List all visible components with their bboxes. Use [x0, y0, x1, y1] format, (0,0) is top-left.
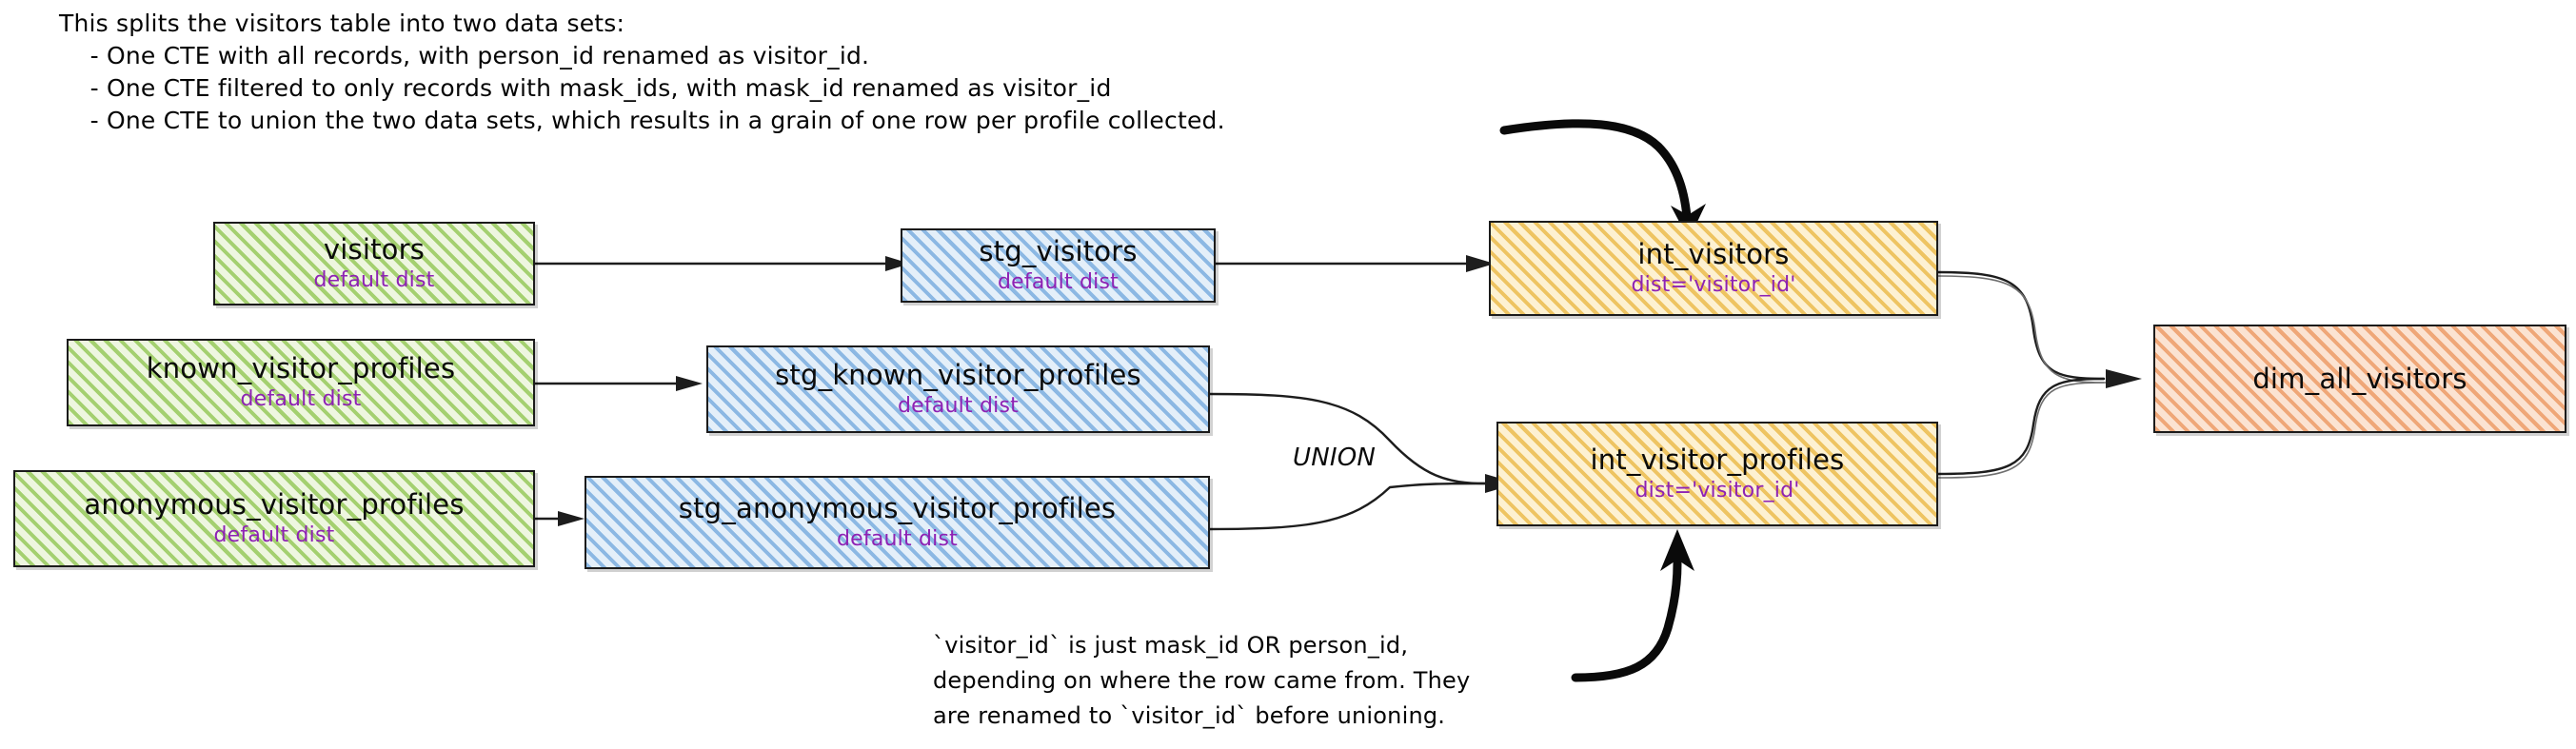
node-anonymous_visitor_profiles[interactable]: anonymous_visitor_profiles default dist: [13, 470, 535, 567]
intro-line-0: This splits the visitors table into two …: [59, 10, 625, 37]
node-known_visitor_profiles-title: known_visitor_profiles: [146, 352, 456, 384]
annotation-arrow-to-int_visitor_profiles: [1571, 529, 1694, 682]
edge-visitors-to-stg_visitors: [533, 256, 910, 271]
node-dim_all_visitors[interactable]: dim_all_visitors: [2153, 325, 2566, 433]
edge-anonymous_visitor_profiles-to-stg_anonymous_visitor_profiles: [533, 511, 585, 526]
bottom-note-line-1: depending on where the row came from. Th…: [933, 667, 1471, 694]
node-stg_visitors-title: stg_visitors: [979, 235, 1138, 267]
node-stg_known_visitor_profiles-subtitle: default dist: [898, 394, 1019, 418]
node-known_visitor_profiles-subtitle: default dist: [240, 387, 362, 411]
node-dim_all_visitors-title: dim_all_visitors: [2252, 363, 2467, 395]
bottom-annotation: `visitor_id` is just mask_id OR person_i…: [933, 628, 1470, 734]
node-stg_known_visitor_profiles[interactable]: stg_known_visitor_profiles default dist: [706, 345, 1210, 433]
node-stg_anonymous_visitor_profiles[interactable]: stg_anonymous_visitor_profiles default d…: [585, 476, 1210, 569]
node-int_visitor_profiles-subtitle: dist='visitor_id': [1635, 479, 1800, 503]
node-visitors[interactable]: visitors default dist: [213, 222, 535, 306]
intro-annotation: This splits the visitors table into two …: [59, 8, 1225, 137]
node-stg_visitors[interactable]: stg_visitors default dist: [901, 228, 1216, 303]
node-anonymous_visitor_profiles-title: anonymous_visitor_profiles: [84, 488, 465, 521]
intro-line-3: - One CTE to union the two data sets, wh…: [59, 107, 1225, 134]
intro-line-1: - One CTE with all records, with person_…: [59, 42, 870, 69]
edge-stg_known_visitor_profiles-to-int_visitor_profiles: [1208, 392, 1487, 485]
edge-known_visitor_profiles-to-stg_known_visitor_profiles: [533, 376, 703, 391]
node-int_visitors-title: int_visitors: [1637, 238, 1790, 270]
edge-stg_visitors-to-int_visitors: [1214, 255, 1495, 272]
node-int_visitor_profiles[interactable]: int_visitor_profiles dist='visitor_id': [1496, 422, 1938, 526]
edge-int_visitor_profiles-to-dim_all_visitors: [1936, 369, 2142, 479]
bottom-note-line-2: are renamed to `visitor_id` before union…: [933, 702, 1446, 729]
edge-int_visitors-to-dim_all_visitors: [1936, 270, 2106, 384]
union-label: UNION: [1293, 443, 1377, 472]
node-int_visitor_profiles-title: int_visitor_profiles: [1590, 443, 1845, 476]
intro-line-2: - One CTE filtered to only records with …: [59, 74, 1112, 102]
node-stg_anonymous_visitor_profiles-subtitle: default dist: [837, 527, 958, 551]
node-stg_known_visitor_profiles-title: stg_known_visitor_profiles: [775, 359, 1141, 391]
node-visitors-title: visitors: [323, 233, 426, 266]
node-int_visitors-subtitle: dist='visitor_id': [1631, 273, 1796, 297]
node-anonymous_visitor_profiles-subtitle: default dist: [213, 523, 335, 547]
bottom-note-line-0: `visitor_id` is just mask_id OR person_i…: [933, 632, 1409, 659]
node-visitors-subtitle: default dist: [313, 268, 435, 292]
node-known_visitor_profiles[interactable]: known_visitor_profiles default dist: [67, 339, 535, 426]
node-stg_anonymous_visitor_profiles-title: stg_anonymous_visitor_profiles: [678, 492, 1117, 524]
node-stg_visitors-subtitle: default dist: [998, 270, 1119, 294]
node-int_visitors[interactable]: int_visitors dist='visitor_id': [1489, 221, 1938, 316]
